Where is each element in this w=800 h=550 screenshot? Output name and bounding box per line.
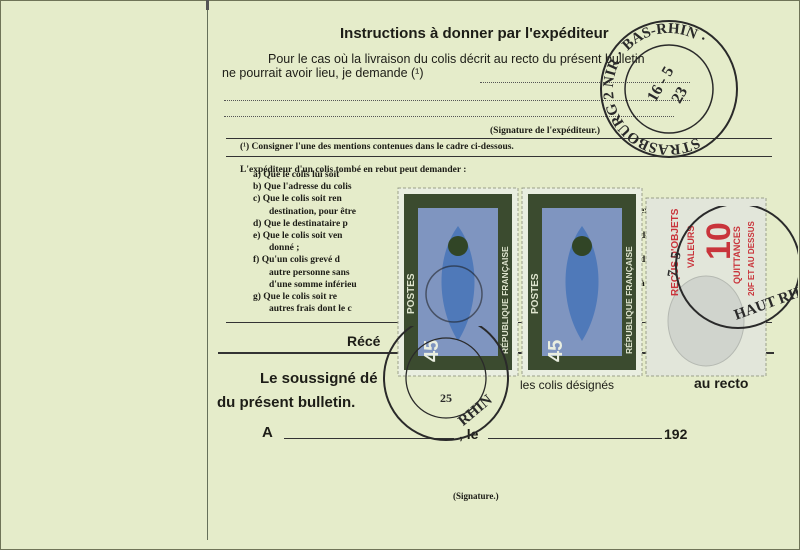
postmark-haut-rhin: HAUT RH 7 - 5 (665, 206, 798, 329)
receipt-title: Récé (347, 333, 381, 349)
stamp-country-label: RÉPUBLIQUE FRANÇAISE (500, 246, 510, 354)
fiscal-top-label: REÇUS D'OBJETS (670, 208, 681, 296)
option-line: f) Qu'un colis grevé d (253, 255, 340, 266)
perforation-mark (206, 0, 209, 10)
option-line: g) Que le colis soit re (253, 292, 337, 303)
postmark-ring-text: STRASBOURG 2 NIR · BAS-RHIN · (594, 14, 744, 164)
undersigned-text: Le soussigné dé (260, 370, 378, 387)
au-recto-text: au recto (694, 375, 749, 391)
sender-signature-label: (Signature de l'expéditeur.) (490, 126, 601, 136)
option-line: autre personne sans (269, 267, 350, 278)
option-line: destination, pour être (269, 206, 356, 217)
postmark-date-2: 23 (668, 84, 691, 106)
option-line: autres frais dont le c (269, 304, 352, 315)
fiscal-bottom-label: 20F ET AU DESSUS (747, 221, 756, 296)
option-line: e) Que le colis soit ven (253, 231, 343, 242)
postmark-date: 25 (440, 391, 452, 405)
option-line: d) Que le destinataire p (253, 218, 348, 229)
stamp-value: 45 (545, 340, 567, 362)
postage-stamp-2: POSTES RÉPUBLIQUE FRANÇAISE 45 (521, 187, 643, 377)
stamp-postes-label: POSTES (406, 273, 417, 314)
stamp-country-label: RÉPUBLIQUE FRANÇAISE (624, 246, 634, 354)
divider (226, 138, 772, 139)
year-prefix: 192 (664, 426, 688, 442)
option-line: donné ; (269, 243, 300, 254)
divider (226, 156, 772, 157)
instruction-dotted-line (224, 100, 690, 101)
fiscal-stamp: REÇUS D'OBJETS VALEURS QUITTANCES 10 20F… (645, 197, 767, 377)
colis-designes-text: les colis désignés (520, 378, 615, 392)
svg-text:STRASBOURG 2 NIR · BAS-RHIN ·: STRASBOURG 2 NIR · BAS-RHIN · (594, 14, 744, 164)
option-line: a) Que le colis lui soit (253, 170, 340, 180)
signature-label: (Signature.) (453, 491, 499, 501)
fiscal-value: 10 (700, 222, 738, 260)
postmark-date: 7 - 5 (665, 251, 684, 279)
option-line: d'une somme inférieu (269, 279, 357, 290)
postmark-ring-text: RHIN (455, 392, 495, 430)
options-intro: L'expéditeur d'un colis tombé en rebut p… (240, 165, 467, 175)
place-line (284, 438, 454, 439)
postmark-ring-text: HAUT RH (732, 285, 798, 324)
instruction-dotted-line (480, 82, 690, 83)
postmark-strasbourg: STRASBOURG 2 NIR · BAS-RHIN · 16 - 5 23 (594, 14, 744, 164)
perforation-line (207, 10, 208, 540)
instruction-dotted-line (224, 116, 674, 117)
option-line: c) Que le colis soit ren (253, 194, 342, 205)
instructions-title: Instructions à donner par l'expéditeur (340, 25, 609, 42)
place-prefix: A (262, 424, 273, 441)
bulletin-text: du présent bulletin. (217, 394, 356, 411)
fiscal-quittances-label: QUITTANCES (732, 226, 742, 284)
date-line (488, 438, 662, 439)
intro-line-1: Pour le cas où la livraison du colis déc… (268, 52, 645, 66)
stamp-postes-label: POSTES (530, 273, 541, 314)
fiscal-mid-label: VALEURS (686, 226, 696, 268)
stamp-value: 45 (421, 340, 443, 362)
options-list: a) Que le colis lui soit b) Que l'adresse… (240, 169, 357, 315)
postmark-rhin: RHIN 25 (383, 326, 509, 441)
option-line: b) Que l'adresse du colis (253, 182, 352, 193)
footnote: (¹) Consigner l'une des mentions contenu… (240, 142, 514, 152)
intro-line-2: ne pourrait avoir lieu, je demande (¹) (222, 66, 424, 80)
